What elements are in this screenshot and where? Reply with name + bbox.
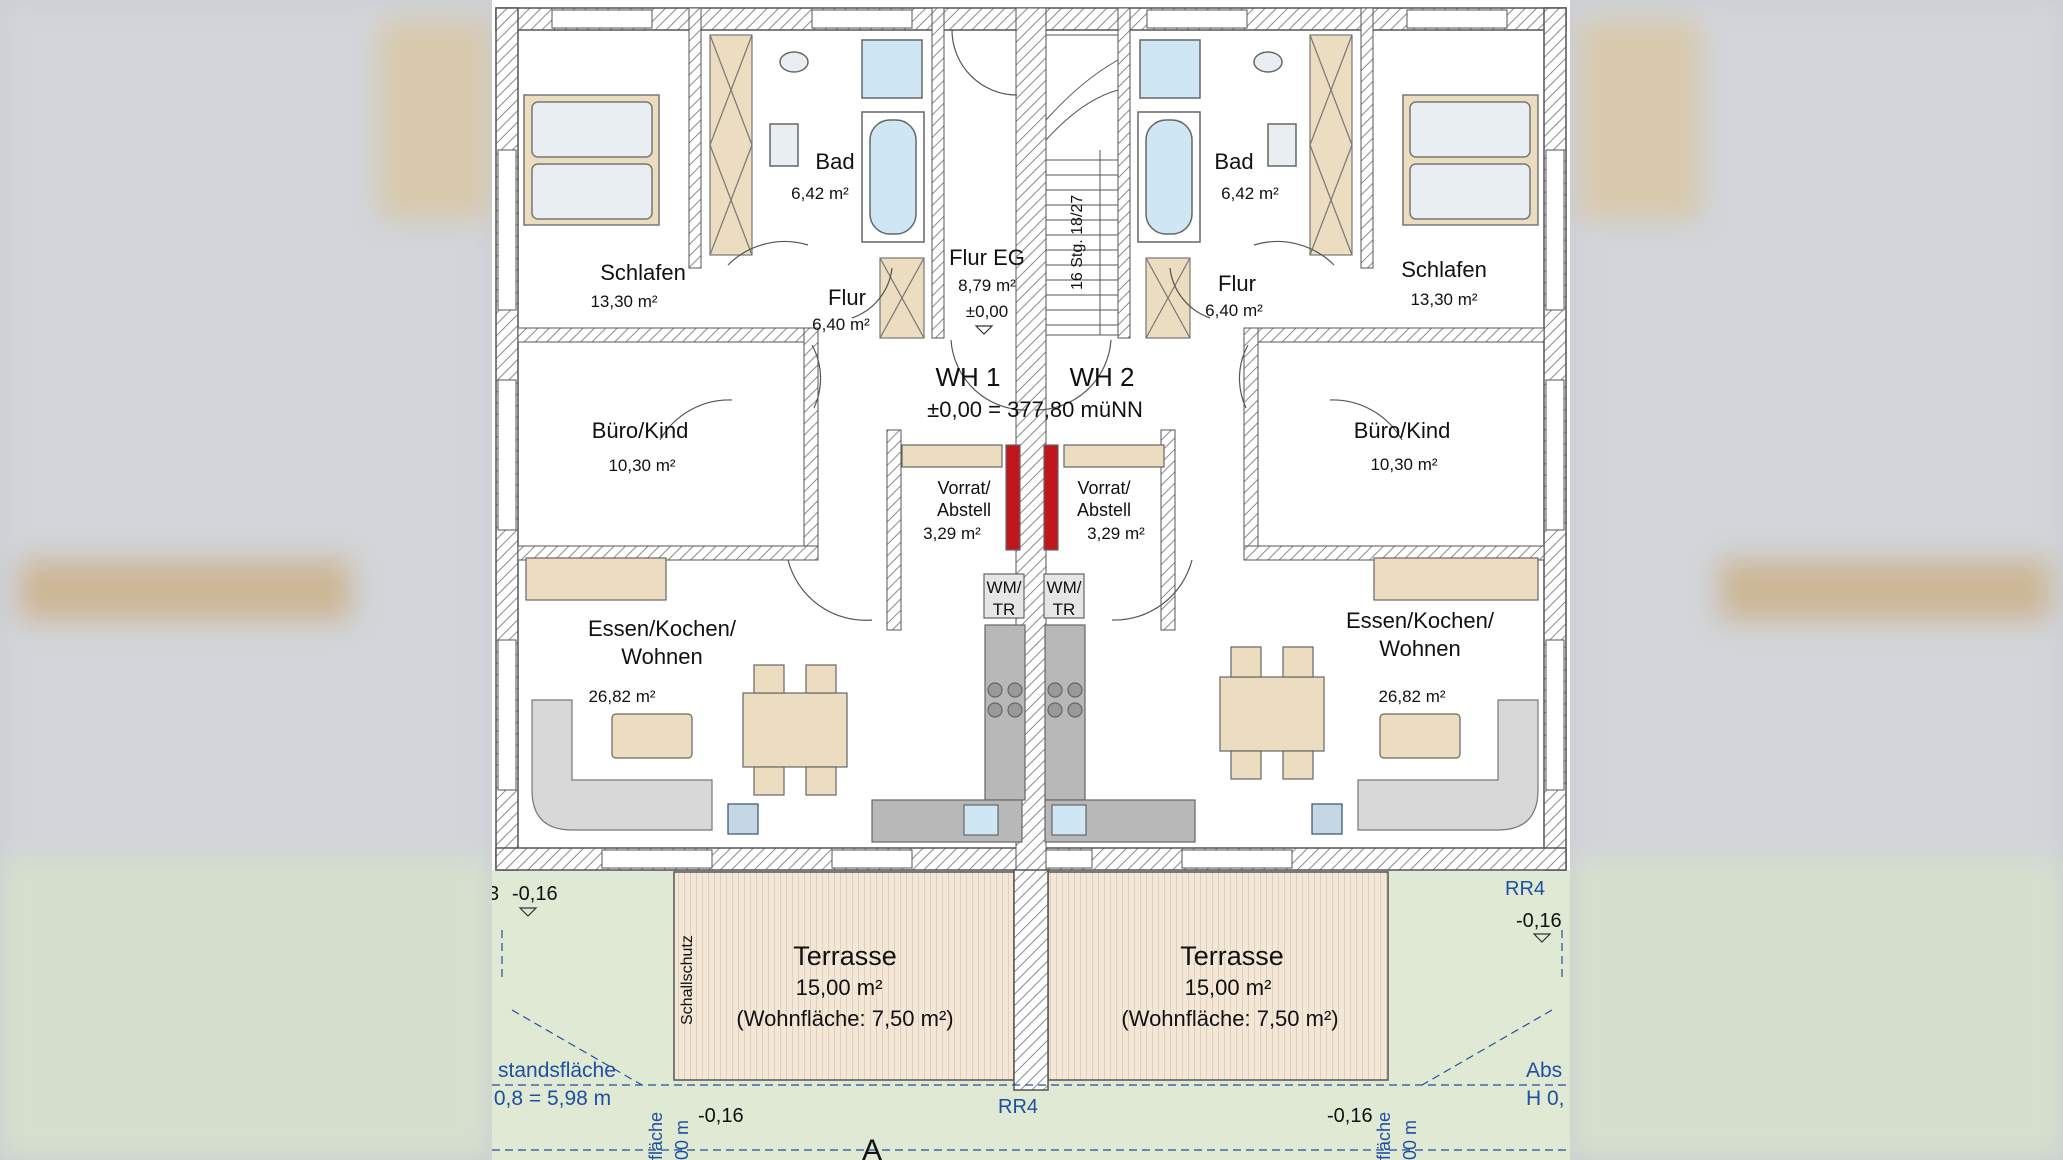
room-name-buero-left: Büro/Kind	[592, 418, 689, 443]
abstandsflaeche-right-formula: H 0,	[1526, 1087, 1565, 1110]
dining-tables	[742, 646, 1325, 796]
room-name-vorrat-right-2: Abstell	[1077, 500, 1131, 520]
terrace-right-name: Terrasse	[1180, 941, 1284, 971]
wmtr-right-2: TR	[1053, 600, 1076, 619]
room-name-vorrat-right-1: Vorrat/	[1077, 478, 1130, 498]
wmtr-right-1: WM/	[1047, 578, 1082, 597]
room-area-bad-left: 6,42 m²	[791, 184, 849, 203]
wmtr-left-2: TR	[993, 600, 1016, 619]
abstandsflaeche-left-formula: ,0,8 = 5,98 m	[492, 1087, 611, 1110]
kitchen-counters	[871, 624, 1196, 843]
wm-tr-boxes	[983, 573, 1085, 619]
room-name-schlafen-right: Schlafen	[1401, 257, 1487, 282]
room-area-schlafen-right: 13,30 m²	[1410, 290, 1477, 309]
windows	[497, 9, 1565, 869]
bed-left	[523, 94, 660, 226]
bed-right	[1402, 94, 1539, 226]
room-name-essen-right-2: Wohnen	[1379, 636, 1461, 661]
bath-fixtures	[769, 39, 1297, 243]
room-name-vorrat-left-1: Vorrat/	[937, 478, 990, 498]
room-area-vorrat-left: 3,29 m²	[923, 524, 981, 543]
room-name-flur-right: Flur	[1218, 271, 1256, 296]
sofas	[531, 699, 1539, 831]
plants	[727, 803, 1343, 835]
room-name-buero-right: Büro/Kind	[1354, 418, 1451, 443]
room-area-flur-eg: 8,79 m²	[958, 276, 1016, 295]
blurred-background-left	[0, 0, 492, 1160]
terrace-left-wohnflaeche: (Wohnfläche: 7,50 m²)	[736, 1006, 953, 1031]
room-area-essen-right: 26,82 m²	[1378, 687, 1445, 706]
vertical-left-a: fläche	[646, 1112, 666, 1160]
level-right: -0,16	[1516, 910, 1562, 932]
room-name-flur-left: Flur	[828, 285, 866, 310]
room-area-schlafen-left: 13,30 m²	[590, 292, 657, 311]
floor-plan: 16 Stg. 18/27	[492, 0, 1570, 1160]
level-bottom-left: -0,16	[698, 1105, 744, 1127]
room-name-essen-left-1: Essen/Kochen/	[588, 616, 737, 641]
terrace-left-area: 15,00 m²	[796, 975, 883, 1000]
vertical-right-a: fläche	[1374, 1112, 1394, 1160]
room-name-bad-left: Bad	[815, 149, 854, 174]
schallschutz-label: Schallschutz	[679, 935, 696, 1025]
annotation-lines	[492, 930, 1570, 1151]
terrace-right-wohnflaeche: (Wohnfläche: 7,50 m²)	[1121, 1006, 1338, 1031]
room-area-essen-left: 26,82 m²	[588, 687, 655, 706]
room-name-essen-right-1: Essen/Kochen/	[1346, 608, 1495, 633]
coffee-tables	[611, 713, 1461, 759]
room-area-buero-left: 10,30 m²	[608, 456, 675, 475]
blurred-background-right	[1570, 0, 2063, 1160]
tv-sideboards	[525, 557, 1539, 601]
terrace-left-name: Terrasse	[793, 941, 897, 971]
wardrobes	[709, 34, 1353, 339]
cut-left-mark: 3	[492, 883, 499, 905]
unit-label-wh1: WH 1	[936, 362, 1001, 392]
room-area-vorrat-right: 3,29 m²	[1087, 524, 1145, 543]
vorrat-storage	[901, 444, 1165, 551]
terrace-right-area: 15,00 m²	[1185, 975, 1272, 1000]
room-area-bad-right: 6,42 m²	[1221, 184, 1279, 203]
rr4-top: RR4	[1505, 878, 1545, 900]
unit-label-wh2: WH 2	[1070, 362, 1135, 392]
wmtr-left-1: WM/	[987, 578, 1022, 597]
room-name-schlafen-left: Schlafen	[600, 260, 686, 285]
rr4-bottom: RR4	[998, 1096, 1038, 1118]
door-swings	[659, 29, 1403, 621]
abstandsflaeche-right: Abs	[1526, 1059, 1562, 1082]
room-name-flur-eg: Flur EG	[949, 245, 1025, 270]
level-markers	[518, 325, 1552, 943]
level-left: -0,16	[512, 883, 558, 905]
room-area-buero-right: 10,30 m²	[1370, 455, 1437, 474]
room-name-essen-left-2: Wohnen	[621, 644, 703, 669]
room-area-flur-left: 6,40 m²	[812, 315, 870, 334]
vertical-right-b: 00 m	[1400, 1120, 1420, 1160]
abstandsflaeche-left: standsfläche	[498, 1059, 616, 1082]
elevation-label: ±0,00 = 377,80 müNN	[927, 397, 1143, 422]
vertical-left-b: 00 m	[672, 1120, 692, 1160]
room-name-bad-right: Bad	[1214, 149, 1253, 174]
room-area-flur-right: 6,40 m²	[1205, 301, 1263, 320]
staircase	[1045, 34, 1119, 336]
interior-walls	[517, 7, 1545, 871]
section-marker: A	[862, 1134, 882, 1160]
terraces	[673, 869, 1389, 1091]
stairs-label: 16 Stg. 18/27	[1069, 195, 1086, 290]
room-level-flur-eg: ±0,00	[966, 302, 1008, 321]
room-name-vorrat-left-2: Abstell	[937, 500, 991, 520]
level-bottom-right: -0,16	[1327, 1105, 1373, 1127]
